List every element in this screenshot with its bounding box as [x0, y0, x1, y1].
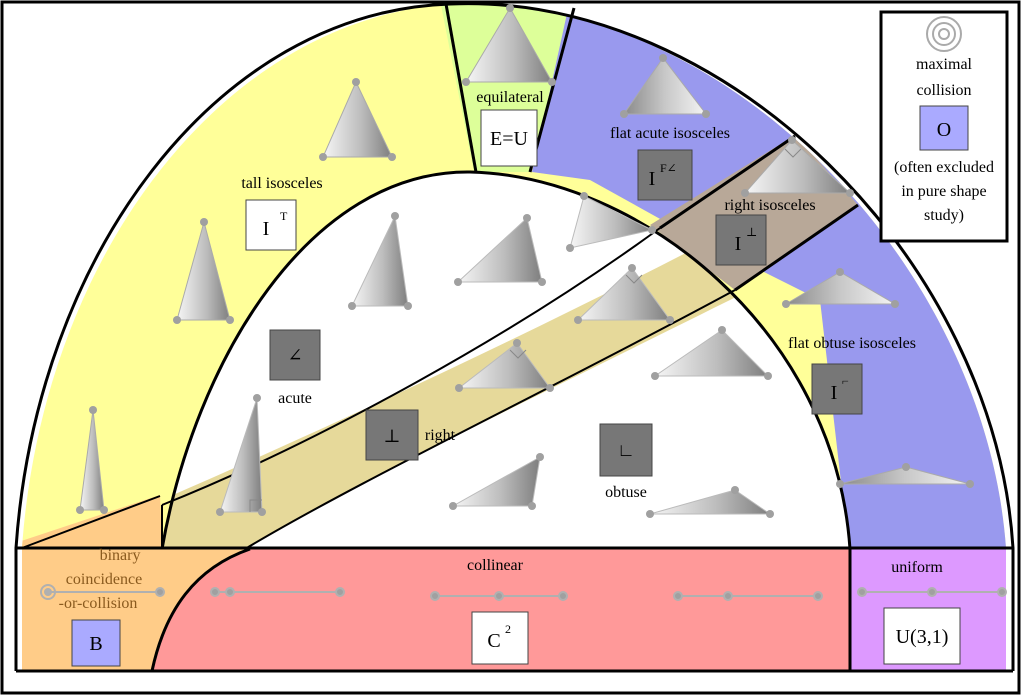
tall-isosceles-label: tall isosceles: [241, 175, 322, 192]
obtuse-label: obtuse: [605, 484, 647, 501]
flat-acute-isosceles-box-main: I: [649, 168, 656, 190]
binary-label-2: coincidence: [66, 571, 142, 588]
tall-isosceles-box: [245, 199, 297, 251]
uniform-box-text: U(3,1): [896, 626, 949, 648]
collinear-region: [152, 549, 850, 671]
uniform-label: uniform: [891, 559, 943, 576]
flat-acute-isosceles-label: flat acute isosceles: [610, 125, 730, 142]
flat-obtuse-isosceles-box-sup: ⌐: [842, 374, 849, 388]
binary-label-3: -or-collision: [59, 595, 138, 612]
right-isosceles-box-main: I: [735, 233, 742, 255]
triangle-tall-1: [322, 80, 393, 158]
triangle-right-1: [219, 397, 263, 513]
triangle-flat-obtuse-1: [784, 271, 897, 305]
binary-box: [71, 619, 121, 667]
flat-acute-isosceles-box-sup: F∠: [660, 161, 677, 175]
right-isosceles-box-sup: ⊥: [746, 225, 757, 239]
triangle-acute-2: [456, 217, 543, 283]
acute-symbol: ∠: [287, 345, 302, 365]
collinear-box-main: C: [487, 630, 500, 652]
right-label: right: [425, 427, 456, 444]
triangle-acute-1: [351, 214, 409, 307]
flat-obtuse-isosceles-box-main: I: [831, 382, 838, 404]
collinear-label: collinear: [467, 557, 524, 574]
binary-box-text: B: [89, 633, 102, 655]
flat-obtuse-isosceles-box: [811, 363, 863, 415]
equilateral-box-text: E=U: [490, 128, 528, 150]
equilateral-region: [440, 3, 578, 172]
equilateral-label: equilateral: [476, 89, 544, 106]
collinear-box: [471, 611, 529, 665]
tall-isosceles-box-main: I: [263, 218, 270, 240]
maximal-collision-icon: [926, 16, 962, 52]
obtuse-box: [599, 423, 653, 477]
triangle-flat-acute: [623, 57, 708, 115]
triangle-tall-3: [79, 409, 105, 511]
right-symbol: ⊥: [384, 426, 401, 446]
acute-box: [269, 329, 321, 381]
maximal-collision-box-text: O: [937, 119, 951, 141]
triangle-equilateral: [465, 7, 553, 83]
triangle-right-iso: [743, 139, 852, 194]
binary-collision-icon: [40, 584, 56, 600]
triangle-obtuse-2: [451, 456, 541, 507]
flat-acute-isosceles-box: [637, 149, 693, 201]
equilateral-box: [480, 109, 538, 167]
triangle-obtuse-1: [653, 329, 770, 377]
sample-triangles: [79, 7, 971, 515]
tall-isosceles-box-sup: T: [280, 209, 288, 223]
binary-label-1: binary: [100, 547, 141, 564]
right-box: [365, 409, 419, 461]
maximal-collision-note-3: study): [924, 207, 964, 224]
triangle-obtuse-3: [649, 489, 772, 515]
right-isosceles-box: [715, 214, 767, 266]
triangle-flat-obtuse-2: [839, 466, 971, 485]
maximal-collision-note-1: (often excluded: [894, 159, 994, 176]
flat-obtuse-isosceles-label: flat obtuse isosceles: [788, 335, 916, 352]
maximal-collision-note-2: in pure shape: [901, 183, 986, 200]
collinear-segments: [48, 587, 1007, 601]
triangle-right-2: [457, 342, 551, 389]
uniform-box: [883, 607, 961, 665]
triangle-acute-3: [569, 195, 654, 249]
triangle-right-3: [576, 267, 671, 321]
obtuse-symbol: ∟: [617, 440, 635, 460]
maximal-collision-label-1: maximal: [916, 56, 973, 73]
maximal-collision-label-2: collision: [916, 82, 971, 99]
maximal-collision-box: [919, 105, 969, 151]
vertex-dots: [76, 4, 974, 518]
triangle-tall-2: [176, 220, 231, 321]
collinear-box-sup: 2: [505, 622, 511, 636]
binary-upper-region: [22, 495, 162, 548]
acute-label: acute: [278, 390, 312, 407]
right-isosceles-label: right isosceles: [724, 197, 815, 214]
